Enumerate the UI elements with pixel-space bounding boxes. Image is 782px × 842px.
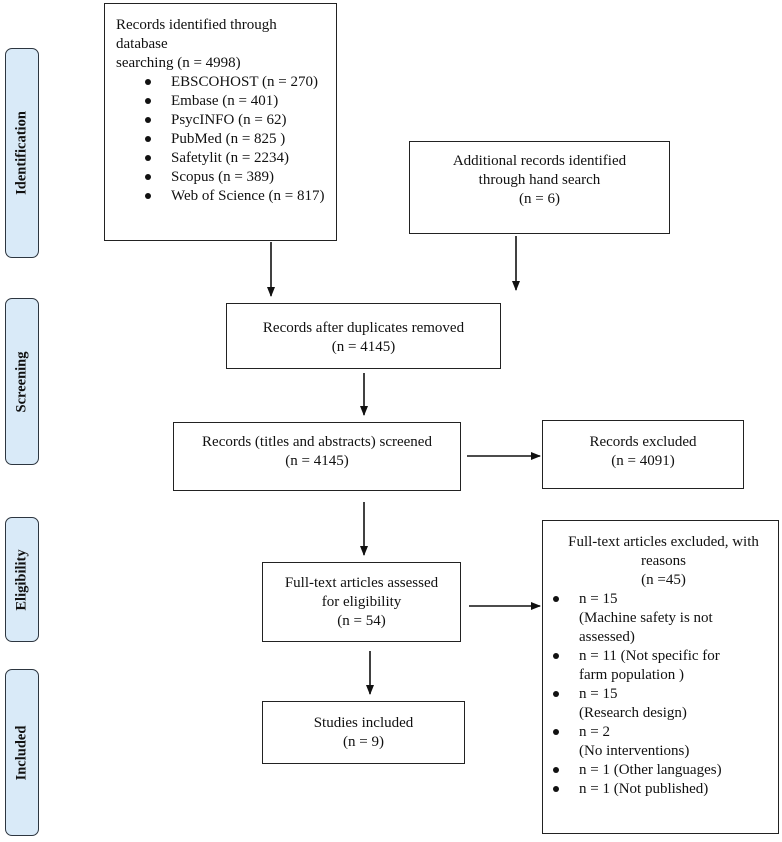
hand-search-count: (n = 6) bbox=[519, 191, 560, 207]
hand-search-box: Additional records identified through ha… bbox=[409, 141, 670, 234]
duplicates-removed-box: Records after duplicates removed (n = 41… bbox=[226, 303, 501, 369]
fulltext-excluded-line-2: reasons bbox=[641, 553, 686, 569]
studies-included-box: Studies included (n = 9) bbox=[262, 701, 465, 764]
screened-label: Records (titles and abstracts) screened bbox=[202, 434, 432, 450]
source-item: Web of Science (n = 817) bbox=[145, 187, 330, 206]
fulltext-assessed-count: (n = 54) bbox=[337, 613, 386, 629]
exclusion-reason-text: n = 15 bbox=[579, 686, 618, 702]
database-search-box: Records identified through database sear… bbox=[104, 3, 337, 241]
source-item: Scopus (n = 389) bbox=[145, 168, 330, 187]
source-item: PubMed (n = 825 ) bbox=[145, 130, 330, 149]
exclusion-reason: n = 1 (Other languages) bbox=[553, 761, 774, 780]
source-item: PsycINFO (n = 62) bbox=[145, 111, 330, 130]
hand-search-line-2: through hand search bbox=[478, 172, 601, 188]
studies-included-count: (n = 9) bbox=[343, 734, 384, 750]
records-excluded-label: Records excluded bbox=[589, 434, 697, 450]
screened-box: Records (titles and abstracts) screened … bbox=[173, 422, 461, 491]
database-search-title-2: searching (n = 4998) bbox=[116, 55, 241, 71]
exclusion-reason: n = 1 (Not published) bbox=[553, 780, 774, 799]
exclusion-reasons-list: n = 15 (Machine safety is not assessed) … bbox=[553, 590, 774, 799]
exclusion-reason-text: farm population ) bbox=[579, 667, 684, 683]
duplicates-removed-label: Records after duplicates removed bbox=[262, 320, 465, 336]
exclusion-reason-text: (No interventions) bbox=[579, 743, 690, 759]
exclusion-reason: n = 15 (Machine safety is not assessed) bbox=[553, 590, 774, 647]
phase-screening: Screening bbox=[5, 298, 39, 465]
exclusion-reason-text: n = 2 bbox=[579, 724, 610, 740]
fulltext-excluded-count: (n =45) bbox=[641, 572, 686, 588]
exclusion-reason-text: n = 15 bbox=[579, 591, 618, 607]
fulltext-excluded-line-1: Full-text articles excluded, with bbox=[568, 534, 759, 550]
records-excluded-box: Records excluded (n = 4091) bbox=[542, 420, 744, 489]
exclusion-reason: n = 2 (No interventions) bbox=[553, 723, 774, 761]
phase-identification: Identification bbox=[5, 48, 39, 258]
database-search-title-1: Records identified through database bbox=[116, 17, 277, 52]
phase-included: Included bbox=[5, 669, 39, 836]
exclusion-reason: n = 15 (Research design) bbox=[553, 685, 774, 723]
screened-count: (n = 4145) bbox=[285, 453, 349, 469]
phase-screening-label: Screening bbox=[13, 351, 30, 412]
fulltext-assessed-line-2: for eligibility bbox=[321, 594, 402, 610]
hand-search-line-1: Additional records identified bbox=[452, 153, 627, 169]
exclusion-reason-text: n = 1 (Other languages) bbox=[579, 762, 722, 778]
fulltext-excluded-box: Full-text articles excluded, with reason… bbox=[542, 520, 779, 834]
fulltext-assessed-box: Full-text articles assessed for eligibil… bbox=[262, 562, 461, 642]
source-item: EBSCOHOST (n = 270) bbox=[145, 73, 330, 92]
source-item: Safetylit (n = 2234) bbox=[145, 149, 330, 168]
exclusion-reason-text: n = 1 (Not published) bbox=[579, 781, 709, 797]
phase-identification-label: Identification bbox=[13, 111, 30, 195]
exclusion-reason-text: (Research design) bbox=[579, 705, 687, 721]
exclusion-reason-text: (Machine safety is not bbox=[579, 610, 713, 626]
fulltext-excluded-header: Full-text articles excluded, with reason… bbox=[553, 533, 774, 590]
phase-eligibility-label: Eligibility bbox=[13, 548, 30, 611]
duplicates-removed-count: (n = 4145) bbox=[331, 339, 396, 355]
phase-eligibility: Eligibility bbox=[5, 517, 39, 642]
source-item: Embase (n = 401) bbox=[145, 92, 330, 111]
exclusion-reason: n = 11 (Not specific for farm population… bbox=[553, 647, 774, 685]
fulltext-assessed-line-1: Full-text articles assessed bbox=[284, 575, 439, 591]
exclusion-reason-text: n = 11 (Not specific for bbox=[579, 648, 720, 664]
phase-included-label: Included bbox=[13, 725, 30, 780]
studies-included-label: Studies included bbox=[313, 715, 414, 731]
exclusion-reason-text: assessed) bbox=[579, 629, 635, 645]
database-source-list: EBSCOHOST (n = 270) Embase (n = 401) Psy… bbox=[145, 73, 330, 206]
records-excluded-count: (n = 4091) bbox=[611, 453, 675, 469]
